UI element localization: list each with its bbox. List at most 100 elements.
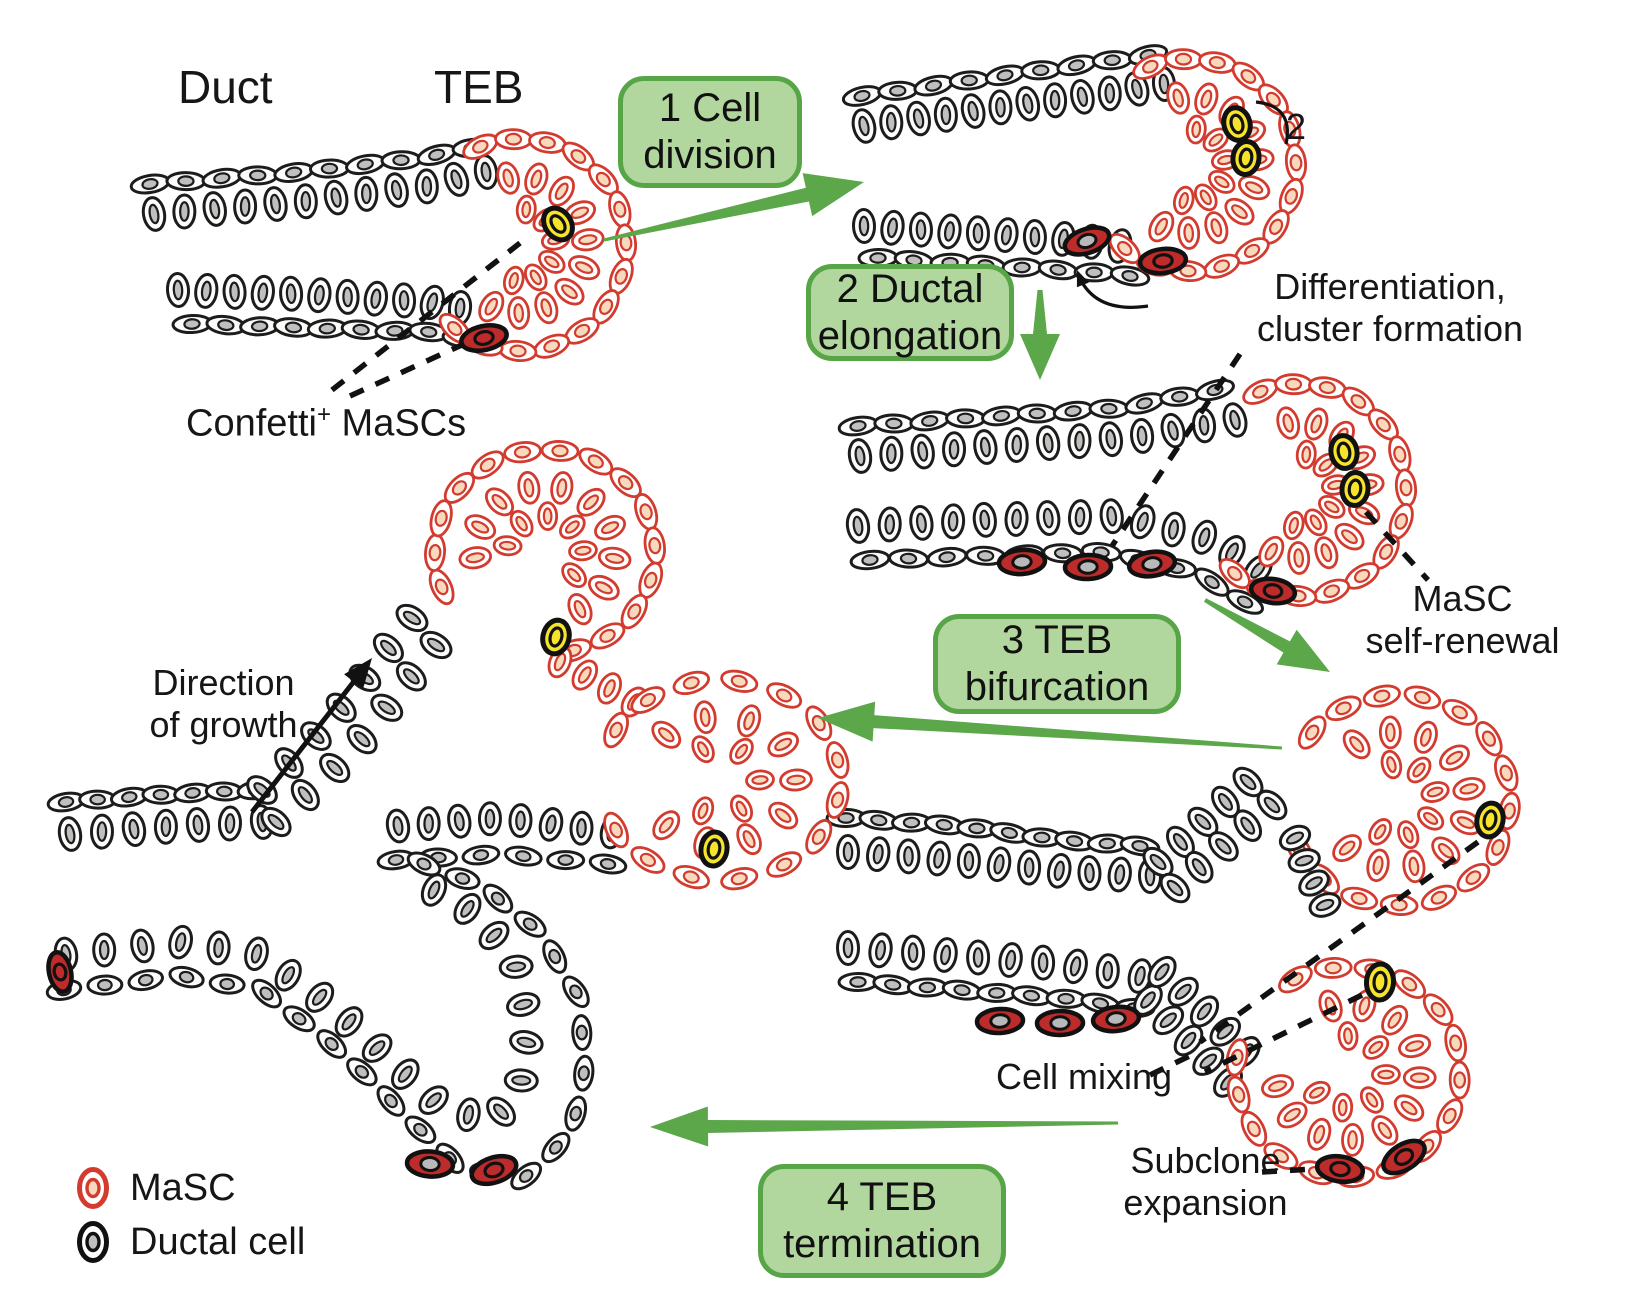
duct-cell <box>1056 54 1097 77</box>
step-4-teb-termination-box: 4 TEB termination <box>758 1164 1006 1278</box>
duct-cell <box>416 806 441 842</box>
teb-cell <box>561 562 587 589</box>
duct-cell <box>1256 789 1288 821</box>
teb-cell <box>729 737 754 765</box>
teb-cell <box>1193 183 1218 212</box>
step-3-line1: 3 TEB <box>1001 618 1113 662</box>
duct-cell <box>972 501 997 538</box>
duct-cell <box>404 1115 437 1145</box>
duct-cell <box>933 937 958 973</box>
teb-label: TEB <box>434 61 524 113</box>
cell-chain <box>57 804 275 852</box>
teb-cell <box>1413 720 1438 754</box>
teb-cell <box>1177 216 1201 250</box>
duct-cell <box>509 1030 544 1055</box>
step-2-ductal-elongation-box: 2 Ductal elongation <box>806 264 1014 361</box>
duct-cell <box>279 275 304 312</box>
teb-cell <box>672 670 710 696</box>
duct-cell <box>274 958 302 992</box>
duct-cell <box>510 1161 543 1191</box>
cell-chain <box>835 834 1163 894</box>
teb-cell <box>1325 695 1362 722</box>
cell-chain <box>171 313 483 349</box>
teb-cell <box>1287 541 1311 575</box>
masc-self-renewal-label: MaSC self-renewal <box>1350 578 1575 662</box>
teb-cell <box>1366 848 1390 883</box>
duct-cell <box>847 438 873 474</box>
duct-cell <box>504 845 543 867</box>
duct-cell <box>172 193 197 230</box>
teb-cell <box>1371 1115 1399 1146</box>
teb-cell <box>1204 211 1229 245</box>
mascg-cell <box>404 1149 456 1179</box>
subclone-line2: expansion <box>1123 1182 1288 1223</box>
yellow-cell <box>698 829 730 869</box>
teb-cell <box>587 574 620 601</box>
duct-cell <box>498 954 534 979</box>
duct-cell <box>260 806 292 838</box>
teb-cell <box>1381 1004 1409 1036</box>
teb-cell <box>1394 468 1418 508</box>
teb-cell <box>1295 439 1317 470</box>
teb-cell <box>603 811 629 849</box>
duct-cell <box>1016 403 1058 424</box>
duct-cell <box>420 873 448 907</box>
teb-cell <box>533 333 571 359</box>
teb-cell <box>825 781 850 819</box>
duct-cell <box>984 64 1026 87</box>
duct-cell <box>945 408 987 429</box>
duct-cell <box>941 503 966 540</box>
mascg-cell <box>1062 225 1112 257</box>
duct-cell <box>168 965 205 989</box>
teb-cell <box>672 864 710 890</box>
duct-cell <box>319 752 351 784</box>
teb-cell <box>1194 82 1219 116</box>
yellow-cell <box>1221 105 1253 143</box>
teb-cell <box>720 867 759 891</box>
teb-cell <box>502 265 525 296</box>
teb-cell <box>1367 408 1399 441</box>
teb-cell <box>1362 684 1401 708</box>
teb-cell <box>1276 1101 1308 1129</box>
teb-cell <box>540 440 580 462</box>
cell-chain <box>1261 989 1437 1157</box>
duct-cell <box>129 173 171 195</box>
duct-cell <box>942 431 967 468</box>
teb-cell <box>720 669 759 693</box>
arrowhead <box>1076 270 1089 288</box>
cell-chain <box>129 137 493 195</box>
duct-cell <box>851 208 877 244</box>
duct-cell <box>323 179 349 216</box>
teb-cell <box>634 493 659 531</box>
step-3-line2: bifurcation <box>964 665 1150 709</box>
self-renewal-line2: self-renewal <box>1365 620 1560 661</box>
duct-cell <box>873 413 915 434</box>
duct-cell <box>127 969 164 992</box>
duct-cell <box>569 810 594 846</box>
teb-cell <box>589 622 626 650</box>
duct-cell <box>994 217 1019 253</box>
teb-cell <box>1108 233 1141 265</box>
teb-cell <box>537 501 559 531</box>
duct-cell <box>1022 218 1047 255</box>
duct-cell <box>960 93 986 129</box>
teb-cell <box>1341 1122 1364 1157</box>
duct-cell <box>1036 500 1061 536</box>
teb-cell <box>567 593 593 626</box>
annotation-dashed-line <box>1198 839 1480 1045</box>
duct-cell <box>1209 1016 1242 1047</box>
duct-cell <box>1067 499 1093 536</box>
duct-cell <box>845 508 871 544</box>
duct-cell <box>1011 985 1052 1007</box>
duct-cell <box>1099 498 1124 535</box>
duct-cell <box>109 786 149 808</box>
duct-cell <box>1226 589 1264 615</box>
duct-cell <box>334 1006 364 1038</box>
teb-cell <box>458 546 493 570</box>
duct-cell <box>976 982 1018 1003</box>
duct-cell <box>1191 519 1218 555</box>
teb-cell <box>767 731 800 758</box>
duct-cell <box>503 1068 539 1093</box>
duct-cell <box>244 936 269 972</box>
